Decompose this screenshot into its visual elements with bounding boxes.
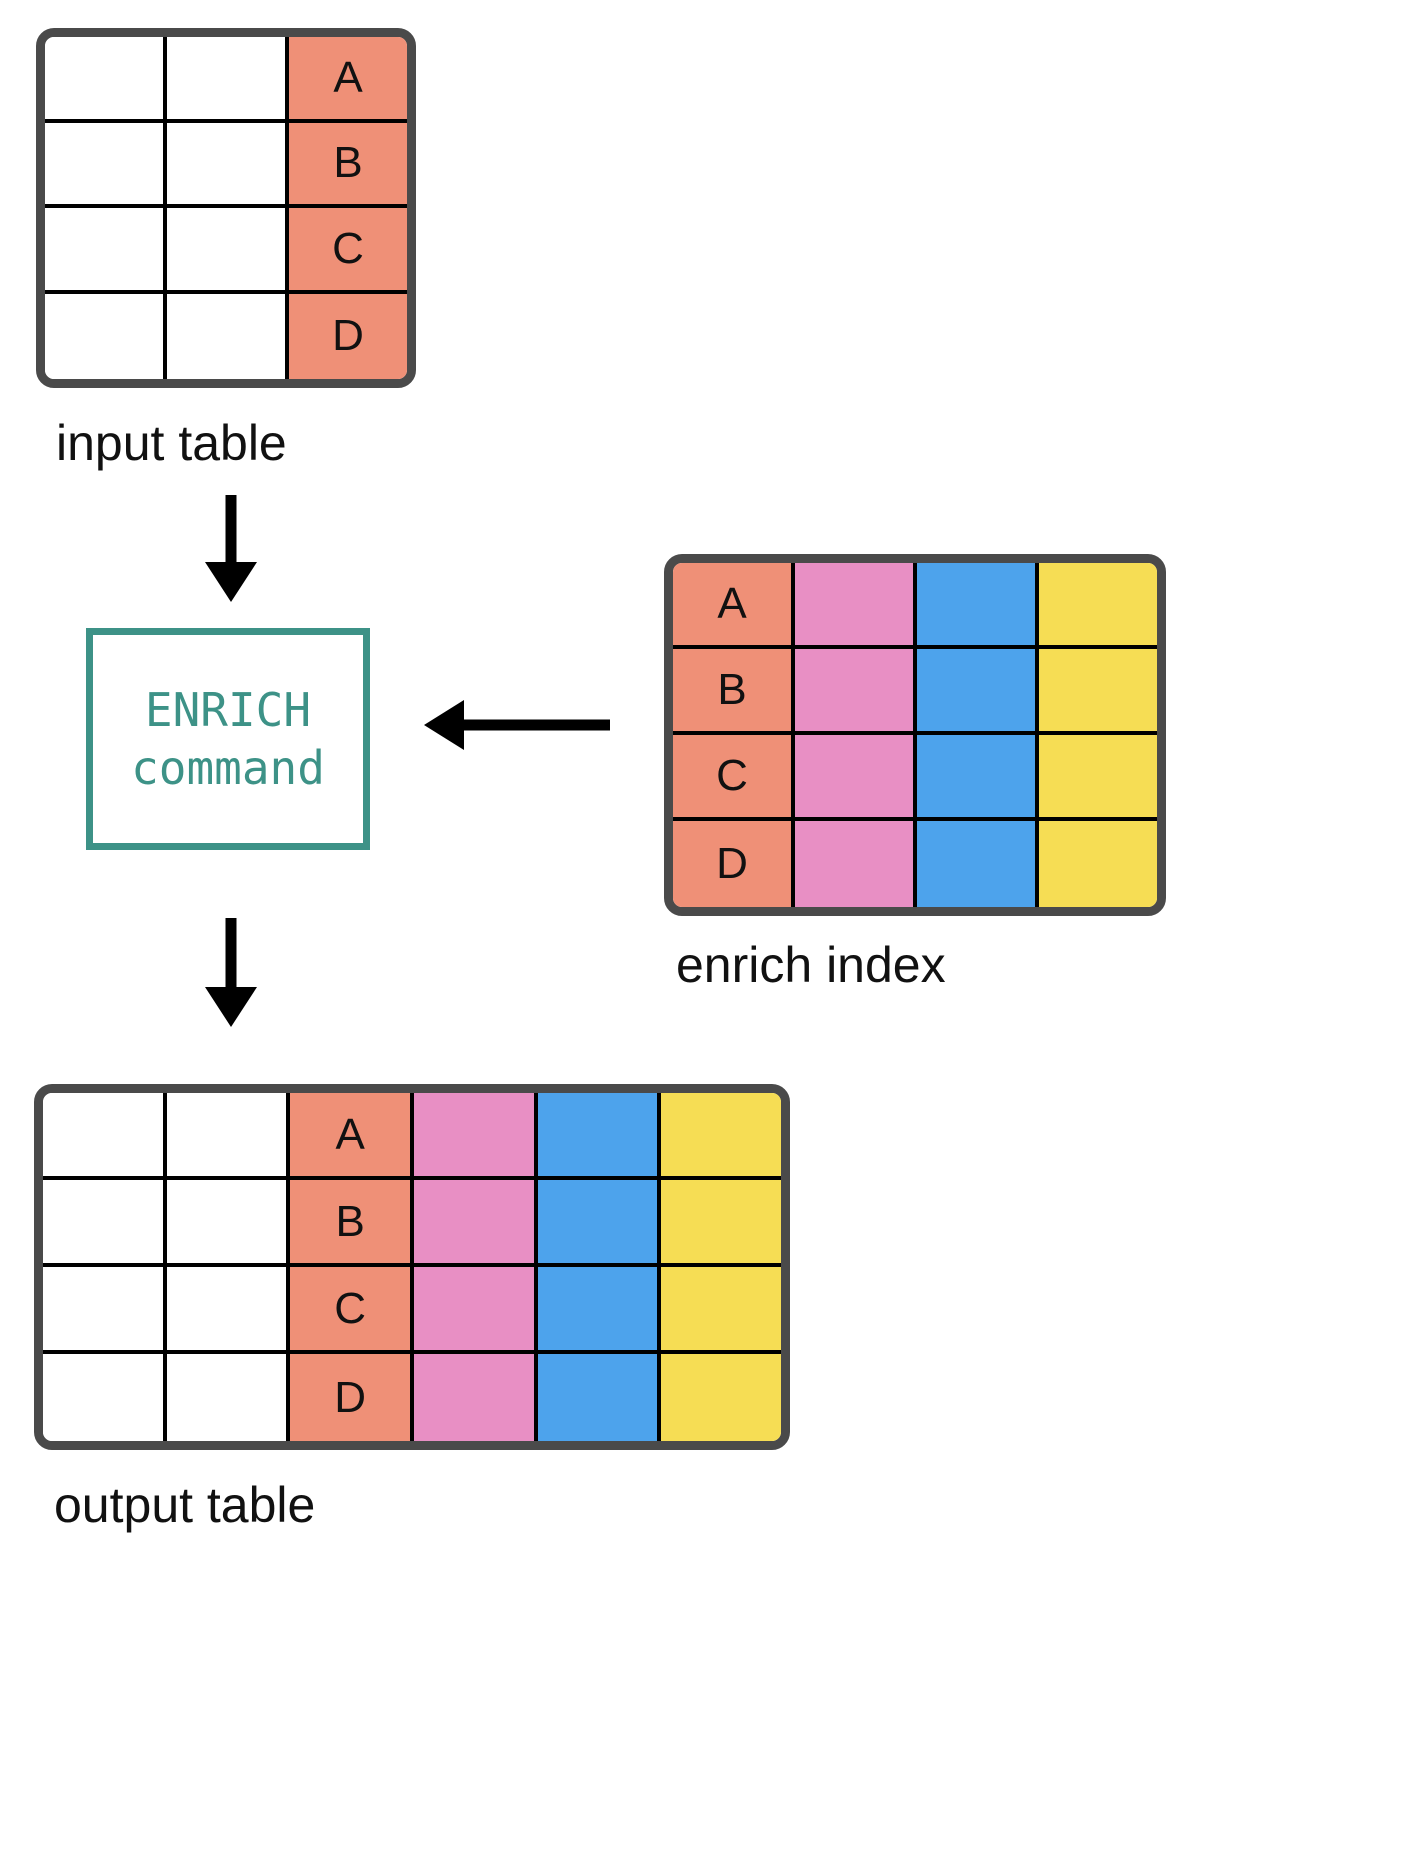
table-cell [795,649,917,735]
table-cell [167,208,289,294]
arrow-index-to-command [424,700,610,750]
enrich-command-box[interactable]: ENRICH command [86,628,370,850]
table-row: C [45,208,407,294]
table-cell [661,1354,781,1441]
table-row: B [673,649,1157,735]
table-cell [166,1354,291,1441]
arrow-command-to-output [205,918,257,1027]
table-row: C [673,735,1157,821]
table-cell [45,122,167,208]
table-cell [1039,563,1157,649]
table-cell [917,821,1039,907]
table-cell: A [673,563,795,649]
table-cell: D [673,821,795,907]
table-cell: D [290,1354,415,1441]
table-cell [661,1180,781,1267]
table-cell [166,1180,291,1267]
table-cell [45,293,167,379]
table-cell [1039,735,1157,821]
table-cell [45,37,167,123]
table-cell: A [289,37,407,123]
table-cell [45,208,167,294]
table-cell: B [289,122,407,208]
table-row: B [43,1180,781,1267]
table-row: D [673,821,1157,907]
table-cell [537,1180,662,1267]
table-cell: C [289,208,407,294]
table-cell [661,1093,781,1180]
input-table-caption: input table [56,415,287,471]
table-cell [661,1267,781,1354]
table-row: D [43,1354,781,1441]
table-cell [414,1093,538,1180]
table-cell [414,1267,538,1354]
table-cell [166,1267,291,1354]
command-line-1: ENRICH [144,682,312,737]
table-row: A [45,37,407,123]
table-cell [795,821,917,907]
table-row: C [43,1267,781,1354]
table-row: D [45,293,407,379]
table-cell [43,1354,167,1441]
table-cell [43,1180,167,1267]
table-cell: A [290,1093,415,1180]
table-cell [795,563,917,649]
table-cell [795,735,917,821]
table-row: A [673,563,1157,649]
output-table-caption: output table [54,1477,316,1533]
table-cell [167,122,289,208]
table-cell [414,1180,538,1267]
table-cell [537,1267,662,1354]
table-cell [166,1093,291,1180]
table-cell: C [290,1267,415,1354]
table-row: B [45,122,407,208]
table-cell [917,735,1039,821]
table-cell [43,1267,167,1354]
enrich-index-caption: enrich index [676,937,946,993]
table-cell [537,1354,662,1441]
table-cell: B [673,649,795,735]
table-cell [43,1093,167,1180]
table-cell [537,1093,662,1180]
table-cell [917,649,1039,735]
table-row: A [43,1093,781,1180]
table-cell: C [673,735,795,821]
table-cell [917,563,1039,649]
arrow-input-to-command [205,495,257,602]
table-cell: B [290,1180,415,1267]
table-cell [1039,649,1157,735]
command-line-2: command [131,741,325,795]
table-cell [414,1354,538,1441]
table-cell: D [289,293,407,379]
table-cell [1039,821,1157,907]
table-cell [167,37,289,123]
table-cell [167,293,289,379]
